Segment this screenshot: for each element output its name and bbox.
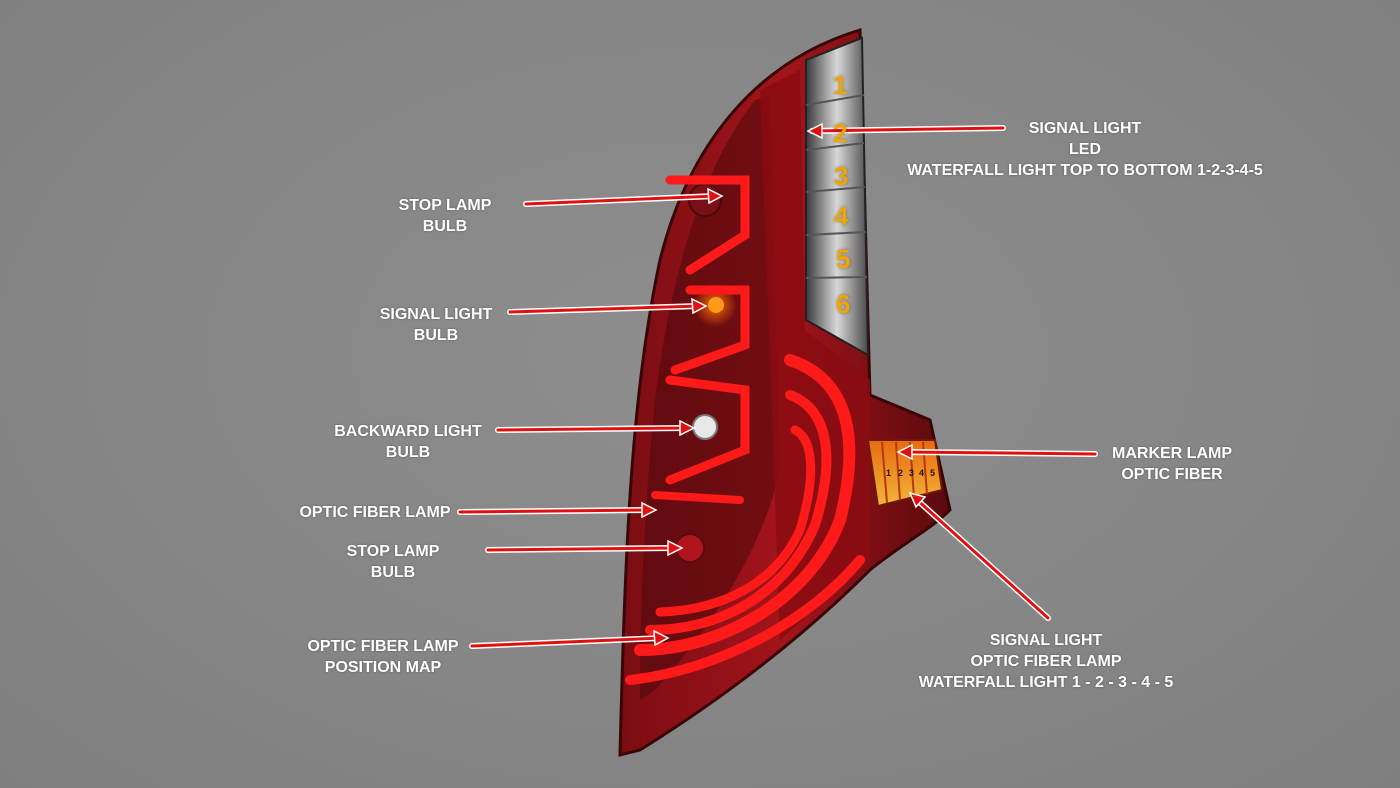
label-marker-line2: OPTIC FIBER xyxy=(1121,466,1223,483)
label-signal-bulb-line2: BULB xyxy=(413,327,459,344)
label-signal-fiber-line2: OPTIC FIBER LAMP xyxy=(970,653,1122,670)
label-signal-fiber-line1: SIGNAL LIGHT xyxy=(989,632,1103,649)
label-signal-fiber-line3: WATERFALL LIGHT 1 - 2 - 3 - 4 - 5 xyxy=(918,674,1174,691)
label-stop-lamp-top: STOP LAMP BULB xyxy=(378,195,512,237)
label-stop-lamp-top-line2: BULB xyxy=(422,218,468,235)
label-backward-bulb: BACKWARD LIGHT BULB xyxy=(318,421,498,463)
arrow-signal-fiber xyxy=(908,491,1051,621)
label-signal-led-line1: SIGNAL LIGHT xyxy=(1028,120,1142,137)
label-stop-lamp-bottom: STOP LAMP BULB xyxy=(326,541,460,583)
arrow-marker xyxy=(896,443,1098,461)
led-number-1: 1 xyxy=(833,70,848,100)
arrow-backward xyxy=(495,419,696,437)
led-number-3: 3 xyxy=(834,161,849,191)
label-backward-bulb-line1: BACKWARD LIGHT xyxy=(334,423,482,440)
marker-number-5: 5 xyxy=(930,468,936,478)
marker-number-2: 2 xyxy=(898,468,904,478)
label-stop-lamp-top-line1: STOP LAMP xyxy=(398,197,492,214)
led-number-4: 4 xyxy=(834,201,849,231)
marker-number-4: 4 xyxy=(919,468,925,478)
led-strip xyxy=(805,36,870,357)
label-marker: MARKER LAMP OPTIC FIBER xyxy=(1097,443,1247,485)
label-signal-led-line3: WATERFALL LIGHT TOP TO BOTTOM 1-2-3-4-5 xyxy=(907,162,1263,179)
label-signal-led-line2: LED xyxy=(1069,141,1101,158)
label-stop-lamp-bottom-line2: BULB xyxy=(370,564,416,581)
arrow-signal-bulb xyxy=(507,297,708,315)
led-number-2: 2 xyxy=(833,118,848,148)
led-number-5: 5 xyxy=(836,244,851,274)
label-position-map: OPTIC FIBER LAMP POSITION MAP xyxy=(288,636,478,678)
arrow-optic-fiber xyxy=(457,501,658,519)
arrow-stop-bottom xyxy=(485,539,684,557)
label-signal-led: SIGNAL LIGHT LED WATERFALL LIGHT TOP TO … xyxy=(885,118,1285,181)
label-marker-line1: MARKER LAMP xyxy=(1112,445,1232,462)
label-position-map-line2: POSITION MAP xyxy=(324,659,442,676)
label-optic-fiber: OPTIC FIBER LAMP xyxy=(280,502,470,523)
label-optic-fiber-line1: OPTIC FIBER LAMP xyxy=(299,504,451,521)
optic-fiber-stripes xyxy=(625,175,865,685)
label-signal-fiber: SIGNAL LIGHT OPTIC FIBER LAMP WATERFALL … xyxy=(896,630,1196,693)
led-number-6: 6 xyxy=(836,289,851,319)
label-backward-bulb-line2: BULB xyxy=(385,444,431,461)
marker-number-3: 3 xyxy=(909,468,915,478)
marker-number-1: 1 xyxy=(886,468,892,478)
label-signal-bulb: SIGNAL LIGHT BULB xyxy=(361,304,511,346)
label-signal-bulb-line1: SIGNAL LIGHT xyxy=(379,306,493,323)
label-stop-lamp-bottom-line1: STOP LAMP xyxy=(346,543,440,560)
label-position-map-line1: OPTIC FIBER LAMP xyxy=(307,638,459,655)
callout-arrows xyxy=(457,122,1098,649)
arrow-signal-led xyxy=(806,122,1006,140)
arrow-stop-top xyxy=(523,187,724,207)
led-segments xyxy=(805,94,868,279)
arrow-position-map xyxy=(469,629,670,649)
